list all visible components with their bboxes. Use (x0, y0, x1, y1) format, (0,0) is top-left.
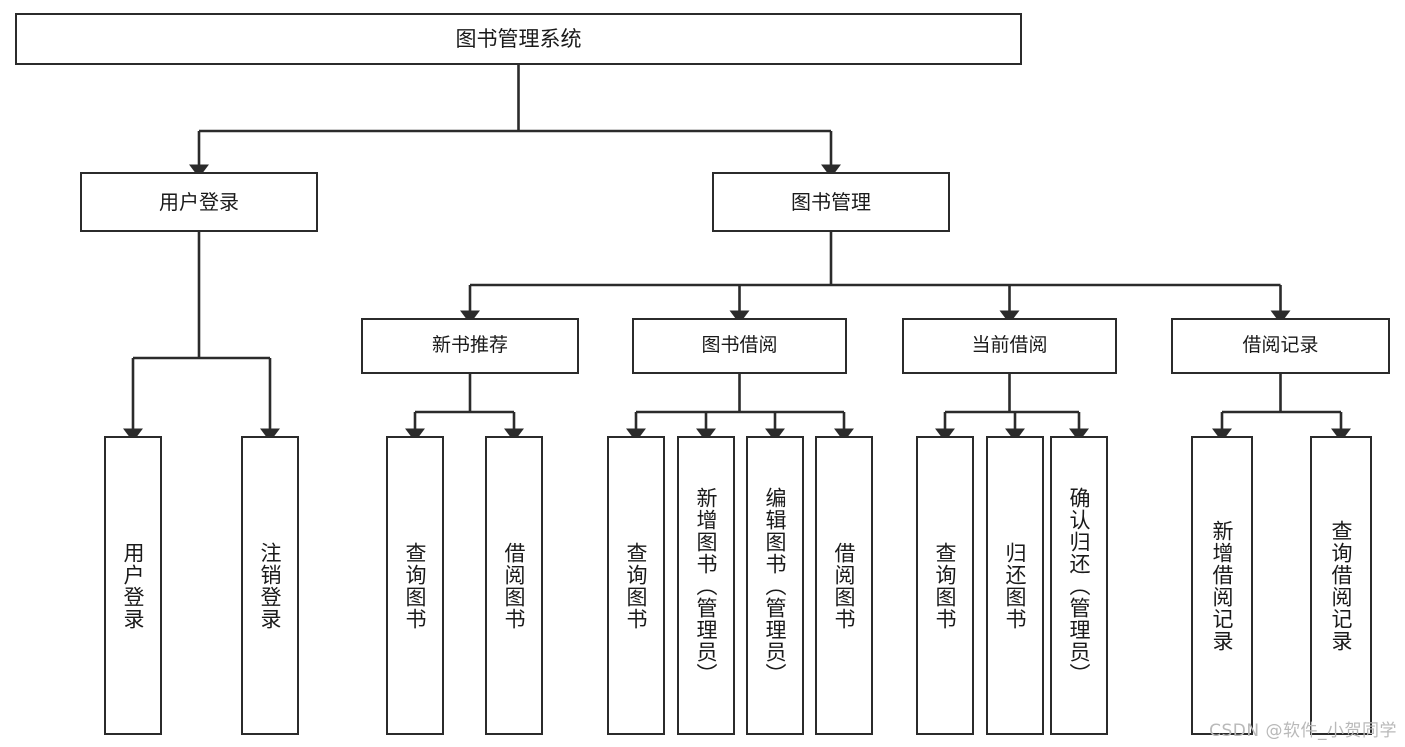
node-label: 当前借阅 (971, 334, 1048, 357)
node-leaf-nb2[interactable]: 借阅图书 (485, 436, 543, 735)
node-label: 图书借阅 (701, 334, 778, 357)
node-leaf-login2[interactable]: 注销登录 (241, 436, 299, 735)
node-leaf-nb1[interactable]: 查询图书 (386, 436, 444, 735)
node-label: 借阅记录 (1242, 334, 1319, 357)
node-login[interactable]: 用户登录 (80, 172, 318, 232)
node-bookmgmt[interactable]: 图书管理 (712, 172, 950, 232)
node-leaf-cur2[interactable]: 归还图书 (986, 436, 1044, 735)
node-leaf-login1[interactable]: 用户登录 (104, 436, 162, 735)
node-label: 用户登录 (121, 541, 146, 630)
node-root[interactable]: 图书管理系统 (15, 13, 1022, 65)
node-label: 图书管理 (791, 189, 871, 214)
node-label: 图书管理系统 (455, 26, 582, 51)
node-current[interactable]: 当前借阅 (902, 318, 1117, 374)
node-leaf-bw4[interactable]: 借阅图书 (815, 436, 873, 735)
node-label: 查询图书 (403, 541, 428, 630)
node-label: 查询借阅记录 (1329, 519, 1354, 652)
node-leaf-bw2[interactable]: 新增图书（管理员） (677, 436, 735, 735)
node-newbook[interactable]: 新书推荐 (361, 318, 579, 374)
node-label: 新增图书（管理员） (694, 486, 719, 685)
node-label: 借阅图书 (832, 541, 857, 630)
node-label: 用户登录 (159, 189, 239, 214)
node-label: 查询图书 (933, 541, 958, 630)
node-leaf-rc2[interactable]: 查询借阅记录 (1310, 436, 1372, 735)
csdn-watermark: CSDN @软件_小贺同学 (1209, 721, 1397, 741)
node-leaf-cur3[interactable]: 确认归还（管理员） (1050, 436, 1108, 735)
node-label: 确认归还（管理员） (1067, 486, 1092, 685)
node-label: 查询图书 (624, 541, 649, 630)
node-label: 新增借阅记录 (1210, 519, 1235, 652)
node-label: 新书推荐 (431, 334, 508, 357)
node-leaf-bw1[interactable]: 查询图书 (607, 436, 665, 735)
node-borrow[interactable]: 图书借阅 (632, 318, 847, 374)
node-label: 归还图书 (1003, 541, 1028, 630)
node-records[interactable]: 借阅记录 (1171, 318, 1390, 374)
node-label: 注销登录 (258, 541, 283, 630)
node-leaf-bw3[interactable]: 编辑图书（管理员） (746, 436, 804, 735)
node-label: 编辑图书（管理员） (763, 486, 788, 685)
node-label: 借阅图书 (502, 541, 527, 630)
node-leaf-rc1[interactable]: 新增借阅记录 (1191, 436, 1253, 735)
node-leaf-cur1[interactable]: 查询图书 (916, 436, 974, 735)
